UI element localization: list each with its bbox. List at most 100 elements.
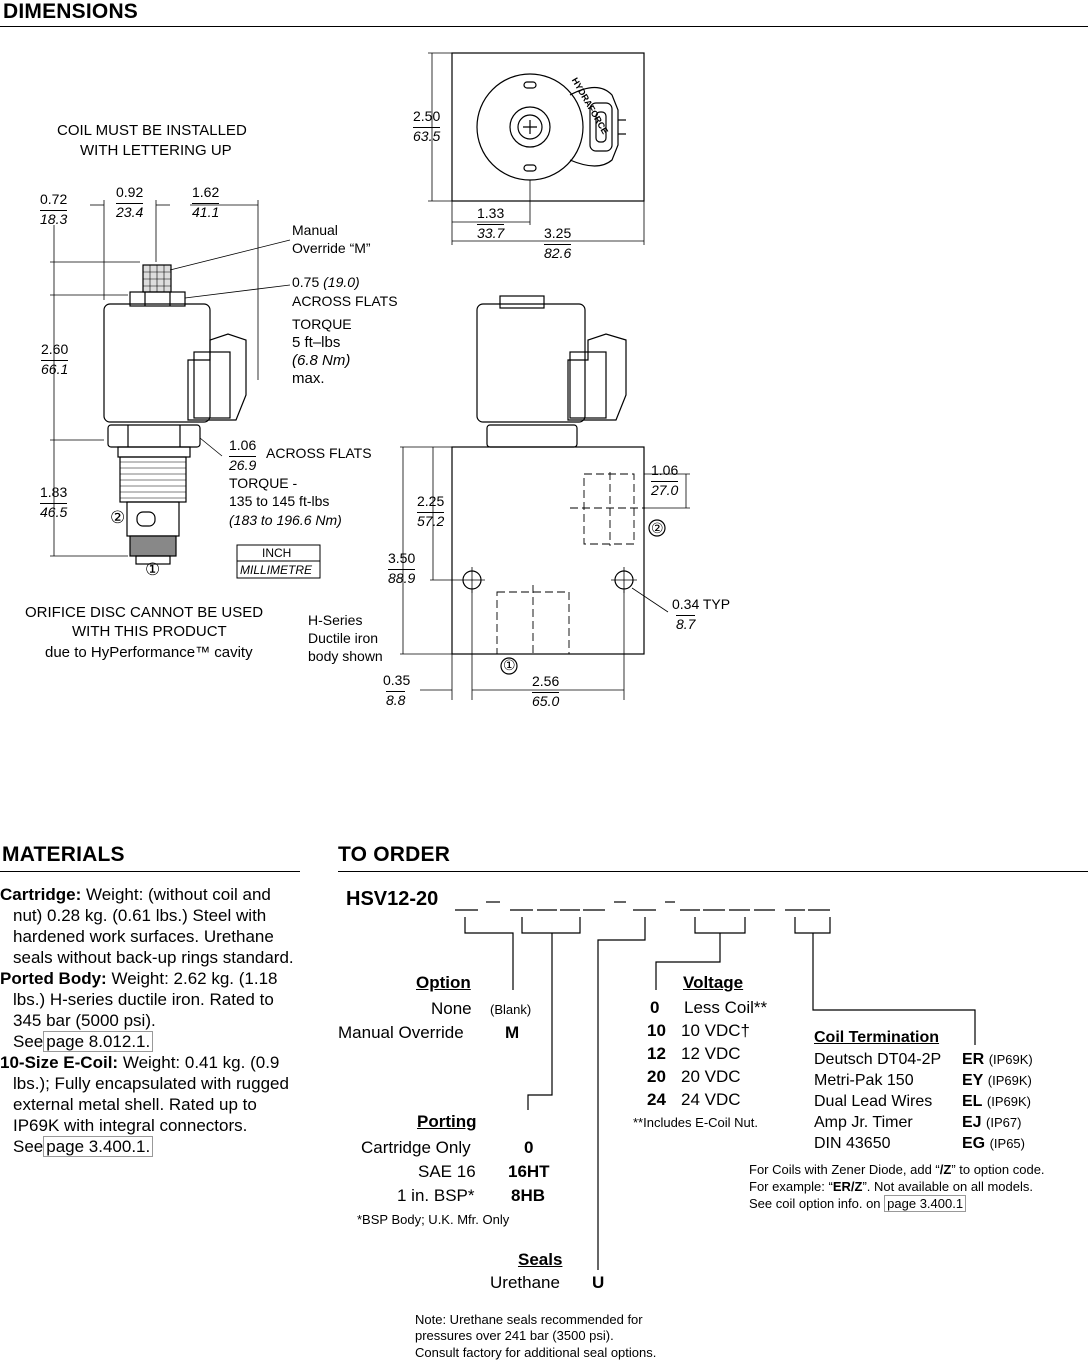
coil-term-code: EL <box>962 1093 983 1110</box>
orifice-note-2: WITH THIS PRODUCT <box>72 623 227 640</box>
seals-title: Seals <box>518 1250 563 1269</box>
ported-see: See <box>13 1032 44 1051</box>
voltage-row: 20 20 VDC <box>647 1065 767 1088</box>
unit-inch: INCH <box>262 546 292 560</box>
porting-cartridge: Cartridge Only <box>361 1138 471 1157</box>
dim-411: 41.1 <box>192 203 220 220</box>
option-title: Option <box>416 973 471 992</box>
dim-250: 2.50 <box>413 108 441 124</box>
ported-text: Weight: 2.62 kg. (1.18 lbs.) H-series du… <box>13 969 278 1030</box>
dim-092: 0.92 <box>116 184 144 200</box>
torque-label-1: TORQUE <box>292 316 352 332</box>
dim-572: 57.2 <box>417 512 445 529</box>
torque2-val: 135 to 145 ft-lbs <box>229 493 330 509</box>
voltage-label: 20 VDC <box>681 1067 741 1086</box>
coil-term-code: EY <box>962 1072 984 1089</box>
porting-title: Porting <box>417 1112 477 1131</box>
zener-3a: See coil option info. on <box>749 1196 881 1211</box>
dim-826: 82.6 <box>544 244 572 261</box>
orifice-note-3: due to HyPerformance™ cavity <box>45 644 253 661</box>
coil-page-link[interactable]: page 3.400.1. <box>43 1136 154 1157</box>
coil-term-label: Deutsch DT04-2P <box>814 1051 942 1068</box>
flats-075: 0.75 (19.0) <box>292 274 360 290</box>
materials-coil: 10-Size E-Coil: Weight: 0.41 kg. (0.9 lb… <box>0 1052 300 1157</box>
dim-234: 23.4 <box>116 203 144 220</box>
dim-256: 2.56 <box>532 673 560 689</box>
dim-106: 1.06 <box>651 462 679 478</box>
torque-val-1: 5 ft–lbs <box>292 334 341 351</box>
coil-note-1: COIL MUST BE INSTALLED <box>57 122 247 139</box>
hseries-1: H-Series <box>308 612 363 628</box>
voltage-label: 24 VDC <box>681 1090 741 1109</box>
voltage-label: 10 VDC† <box>681 1021 750 1040</box>
zener-2a: For example: “ <box>749 1179 833 1194</box>
zener-1b: /Z <box>939 1162 952 1177</box>
zener-1a: For Coils with Zener Diode, add “ <box>749 1162 940 1177</box>
front-view-coil <box>476 303 586 423</box>
coil-term-code: EJ <box>962 1114 982 1131</box>
porting-cartridge-code: 0 <box>524 1138 534 1157</box>
porting-sae: SAE 16 <box>418 1162 476 1181</box>
materials-text: Cartridge: Weight: (without coil and nut… <box>0 884 300 1157</box>
ported-page-link[interactable]: page 8.012.1. <box>43 1031 154 1052</box>
voltage-code: 20 <box>647 1067 666 1086</box>
cartridge-nose <box>129 535 177 557</box>
materials-heading: MATERIALS <box>2 843 125 866</box>
top-view-body <box>451 52 645 202</box>
materials-ported: Ported Body: Weight: 2.62 kg. (1.18 lbs.… <box>0 968 300 1052</box>
coil-connector <box>187 333 247 421</box>
option-manual-override: Manual Override <box>338 1023 464 1042</box>
dim-661: 66.1 <box>41 360 69 377</box>
porting-note: *BSP Body; U.K. Mfr. Only <box>357 1212 510 1227</box>
hseries-2: Ductile iron <box>308 630 379 646</box>
option-none-code: (Blank) <box>490 1002 532 1017</box>
coil-body <box>103 303 211 423</box>
torque-val-3: max. <box>292 370 325 387</box>
torque2-mm: (183 to 196.6 Nm) <box>229 512 342 528</box>
manual-override-label-2: Override “M” <box>292 240 371 256</box>
dim-034: 0.34 TYP <box>672 596 731 612</box>
seal-note-3: Consult factory for additional seal opti… <box>415 1345 657 1360</box>
voltage-label: Less Coil** <box>684 998 768 1017</box>
dim-325: 3.25 <box>544 225 572 241</box>
body-port-1-marker: ① <box>503 657 516 673</box>
coil-term-label: Metri-Pak 150 <box>814 1072 914 1089</box>
unit-millimetre: MILLIMETRE <box>240 563 313 577</box>
dim-337: 33.7 <box>477 224 505 241</box>
orifice-note-1: ORIFICE DISC CANNOT BE USED <box>25 604 264 621</box>
cartridge-hex <box>107 424 201 448</box>
zener-line-2: For example: “ER/Z”. Not available on al… <box>749 1179 1033 1194</box>
dim-162: 1.62 <box>192 184 220 200</box>
port-2-marker: ② <box>110 508 126 527</box>
manual-override-label-1: Manual <box>292 222 338 238</box>
coil-term-code: EG <box>962 1135 986 1152</box>
model-code: HSV12-20 <box>346 888 439 910</box>
coil-term-label: Amp Jr. Timer <box>814 1114 913 1131</box>
order-code-lines <box>455 901 976 1270</box>
voltage-title: Voltage <box>683 973 744 992</box>
across-flats-1: ACROSS FLATS <box>292 293 398 309</box>
dim-650: 65.0 <box>532 692 560 709</box>
zener-1c: ” to option code. <box>951 1162 1045 1177</box>
zener-page-link[interactable]: page 3.400.1 <box>884 1195 967 1212</box>
dim-183b: 1.83 <box>40 484 68 500</box>
torque-val-2: (6.8 Nm) <box>292 352 351 369</box>
coil-nut <box>129 291 186 307</box>
porting-bsp-code: 8HB <box>511 1186 546 1205</box>
voltage-label: 12 VDC <box>681 1044 741 1063</box>
dim-260: 2.60 <box>41 341 69 357</box>
dimension-drawing: HYDRAFORCE <box>50 52 690 700</box>
zener-2c: ”. Not available on all models. <box>862 1179 1033 1194</box>
dim-88: 8.8 <box>386 691 406 708</box>
dim-465: 46.5 <box>40 503 68 520</box>
zener-2b: ER/Z <box>832 1179 863 1194</box>
zener-line-1: For Coils with Zener Diode, add “/Z” to … <box>749 1162 1045 1177</box>
